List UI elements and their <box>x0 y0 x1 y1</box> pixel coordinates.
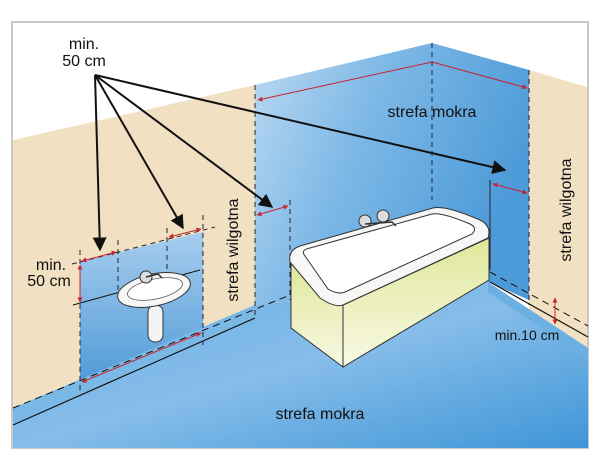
min-10cm-label: min.10 cm <box>495 327 560 343</box>
side-min-label: min. <box>36 257 66 274</box>
pointer-arrow-2 <box>94 74 184 230</box>
sink-icon <box>117 270 191 343</box>
dim-sink-top-left <box>81 250 117 263</box>
dim-bath-to-wall <box>492 182 528 195</box>
dim-damp-left <box>256 204 289 217</box>
damp-zone-right-label: strefa wilgotna <box>558 158 575 261</box>
dim-top-right <box>431 61 528 90</box>
pointer-arrow-3 <box>94 74 274 208</box>
pointer-arrow-4 <box>94 74 507 174</box>
bathtub-icon <box>289 207 490 368</box>
dim-sink-bottom <box>81 332 202 383</box>
floor-wet-zone <box>13 282 588 448</box>
wet-zone-floor-label: strefa mokra <box>276 406 365 423</box>
top-min-label: min. <box>69 36 99 53</box>
dim-top-left <box>257 61 433 102</box>
damp-zone-left-label: strefa wilgotna <box>225 198 242 301</box>
skirting-strip-right <box>488 282 588 360</box>
side-distance-label: 50 cm <box>27 273 71 290</box>
sink-zone-top-line <box>71 226 216 265</box>
pointer-arrow-1 <box>92 74 107 252</box>
dim-sink-top-right <box>168 227 202 239</box>
skirting-line-right-solid <box>489 281 589 338</box>
top-distance-label: 50 cm <box>62 53 106 70</box>
wet-zone-wall-label: strefa mokra <box>388 104 477 121</box>
right-wall-beige <box>529 70 587 357</box>
pointer-arrows <box>92 74 507 252</box>
skirting-line-right-dashed <box>489 271 589 327</box>
